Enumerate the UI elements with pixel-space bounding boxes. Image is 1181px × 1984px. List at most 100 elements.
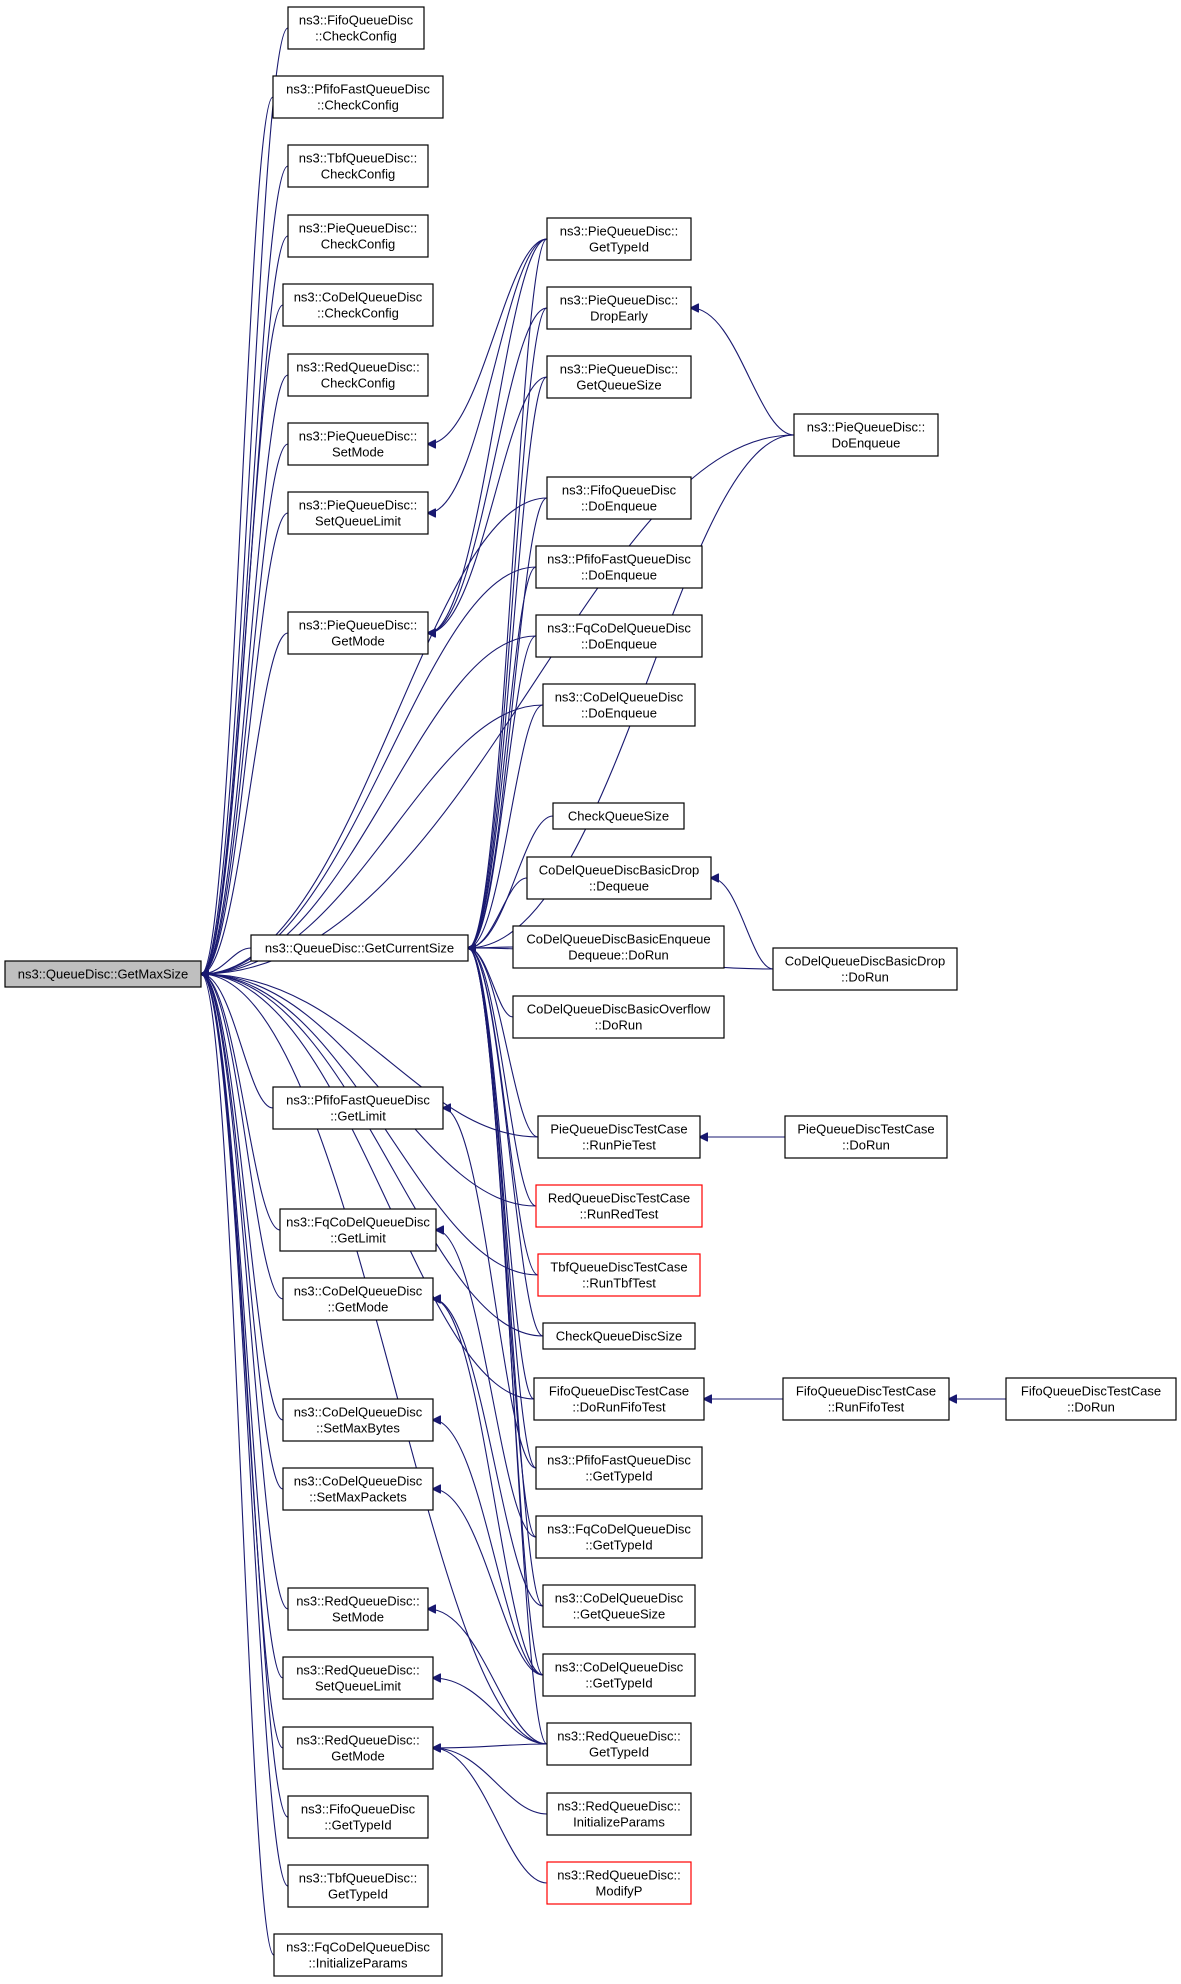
node-red-initp[interactable]: ns3::RedQueueDisc::InitializeParams — [546, 1792, 692, 1836]
node-label: Dequeue::DoRun — [568, 948, 668, 963]
node-label: ::GetLimit — [330, 1109, 386, 1124]
node-getcur[interactable]: ns3::QueueDisc::GetCurrentSize — [250, 934, 469, 962]
node-codel-setmb[interactable]: ns3::CoDelQueueDisc::SetMaxBytes — [282, 1398, 434, 1442]
node-label: ::DoEnqueue — [581, 568, 657, 583]
node-box — [287, 6, 425, 50]
node-label: ::RunPieTest — [582, 1138, 656, 1153]
node-box — [537, 1253, 701, 1297]
node-label: ::DoRun — [842, 1138, 890, 1153]
node-red-setmode[interactable]: ns3::RedQueueDisc::SetMode — [287, 1587, 429, 1631]
node-fifotc-runfifo[interactable]: FifoQueueDiscTestCase::RunFifoTest — [782, 1377, 950, 1421]
node-redtc-runred[interactable]: RedQueueDiscTestCase::RunRedTest — [535, 1184, 703, 1228]
node-cdbo-dorun[interactable]: CoDelQueueDiscBasicOverflow::DoRun — [512, 995, 725, 1039]
node-label: ns3::QueueDisc::GetMaxSize — [18, 967, 189, 982]
node-red-cc[interactable]: ns3::RedQueueDisc::CheckConfig — [287, 353, 429, 397]
edge-red-gettid-to-root — [201, 974, 548, 1745]
edge-fq-initp-to-root — [201, 974, 275, 1956]
node-fifotc-dorunfifo[interactable]: FifoQueueDiscTestCase::DoRunFifoTest — [533, 1377, 705, 1421]
node-pfifo-getlimit[interactable]: ns3::PfifoFastQueueDisc::GetLimit — [272, 1086, 444, 1130]
node-codel-cc[interactable]: ns3::CoDelQueueDisc::CheckConfig — [282, 283, 434, 327]
node-pie-dropearly[interactable]: ns3::PieQueueDisc::DropEarly — [546, 286, 692, 330]
node-pfifo-cc[interactable]: ns3::PfifoFastQueueDisc::CheckConfig — [272, 75, 444, 119]
node-cdbd-deq[interactable]: CoDelQueueDiscBasicDrop::Dequeue — [526, 856, 712, 900]
edge-fifo-doenq-to-root — [201, 497, 548, 974]
node-label: ::DoEnqueue — [581, 706, 657, 721]
edge-red-gettid-to-red-setmode — [428, 1609, 548, 1745]
edge-fq-getlimit-to-root — [201, 974, 281, 1231]
node-label: ns3::PfifoFastQueueDisc — [547, 552, 691, 567]
node-red-gettid[interactable]: ns3::RedQueueDisc::GetTypeId — [546, 1722, 692, 1766]
node-box — [287, 1795, 429, 1839]
node-label: ::DoRun — [1067, 1400, 1115, 1415]
node-codel-doenq[interactable]: ns3::CoDelQueueDisc::DoEnqueue — [542, 683, 696, 727]
node-pietc-dorun[interactable]: PieQueueDiscTestCase::DoRun — [784, 1115, 948, 1159]
node-pie-getqs[interactable]: ns3::PieQueueDisc::GetQueueSize — [546, 355, 692, 399]
node-pie-setmode[interactable]: ns3::PieQueueDisc::SetMode — [287, 422, 429, 466]
node-fq-getlimit[interactable]: ns3::FqCoDelQueueDisc::GetLimit — [279, 1208, 437, 1252]
node-box — [287, 1587, 429, 1631]
node-label: ns3::CoDelQueueDisc — [294, 1474, 423, 1489]
node-codel-getqs[interactable]: ns3::CoDelQueueDisc::GetQueueSize — [542, 1584, 696, 1628]
node-checkqds[interactable]: CheckQueueDiscSize — [542, 1322, 696, 1350]
node-box — [793, 413, 939, 457]
node-pie-setql[interactable]: ns3::PieQueueDisc::SetQueueLimit — [287, 491, 429, 535]
node-fifo-gettid[interactable]: ns3::FifoQueueDisc::GetTypeId — [287, 1795, 429, 1839]
edge-pietc-runpie-to-getcur — [468, 948, 539, 1138]
node-label: ns3::PieQueueDisc:: — [299, 498, 418, 513]
node-label: ::GetTypeId — [585, 1469, 652, 1484]
node-label: RedQueueDiscTestCase — [548, 1191, 690, 1206]
node-tbftc-runtbf[interactable]: TbfQueueDiscTestCase::RunTbfTest — [537, 1253, 701, 1297]
node-label: ::Dequeue — [589, 879, 649, 894]
node-box — [287, 214, 429, 258]
edge-fifotc-dorunfifo-to-root — [201, 974, 535, 1400]
node-box — [542, 1653, 696, 1697]
node-red-setql[interactable]: ns3::RedQueueDisc::SetQueueLimit — [282, 1656, 434, 1700]
edge-fq-gettid-to-fq-getlimit — [436, 1230, 537, 1538]
node-fifo-cc[interactable]: ns3::FifoQueueDisc::CheckConfig — [287, 6, 425, 50]
node-tbf-gettid[interactable]: ns3::TbfQueueDisc::GetTypeId — [287, 1864, 429, 1908]
edge-pfifo-cc-to-root — [201, 96, 274, 974]
node-pietc-runpie[interactable]: PieQueueDiscTestCase::RunPieTest — [537, 1115, 701, 1159]
node-tbf-cc[interactable]: ns3::TbfQueueDisc::CheckConfig — [287, 144, 429, 188]
node-label: PieQueueDiscTestCase — [550, 1122, 687, 1137]
nodes-layer: ns3::QueueDisc::GetMaxSizens3::FifoQueue… — [4, 6, 1177, 1977]
node-codel-setmp[interactable]: ns3::CoDelQueueDisc::SetMaxPackets — [282, 1467, 434, 1511]
node-label: CheckQueueDiscSize — [556, 1329, 682, 1344]
node-red-modp[interactable]: ns3::RedQueueDisc::ModifyP — [546, 1861, 692, 1905]
node-label: ns3::CoDelQueueDisc — [294, 290, 423, 305]
edge-pie-getqs-to-getcur — [468, 376, 548, 948]
node-fifotc-dorun[interactable]: FifoQueueDiscTestCase::DoRun — [1005, 1377, 1177, 1421]
node-pfifo-gettid[interactable]: ns3::PfifoFastQueueDisc::GetTypeId — [535, 1446, 703, 1490]
node-label: CoDelQueueDiscBasicDrop — [539, 863, 699, 878]
node-box — [287, 491, 429, 535]
edge-checkqds-to-root — [201, 974, 544, 1337]
edge-fifo-cc-to-root — [201, 27, 289, 974]
node-label: SetQueueLimit — [315, 1679, 401, 1694]
node-box — [250, 934, 469, 962]
node-red-getmode[interactable]: ns3::RedQueueDisc::GetMode — [282, 1726, 434, 1770]
node-cdbd-dorun[interactable]: CoDelQueueDiscBasicDrop::DoRun — [772, 947, 958, 991]
node-fq-doenq[interactable]: ns3::FqCoDelQueueDisc::DoEnqueue — [535, 614, 703, 658]
node-pie-cc[interactable]: ns3::PieQueueDisc::CheckConfig — [287, 214, 429, 258]
node-checkqs[interactable]: CheckQueueSize — [552, 802, 685, 830]
node-fq-gettid[interactable]: ns3::FqCoDelQueueDisc::GetTypeId — [535, 1515, 703, 1559]
node-pie-doenq[interactable]: ns3::PieQueueDisc::DoEnqueue — [793, 413, 939, 457]
node-box — [546, 286, 692, 330]
node-codel-gettid[interactable]: ns3::CoDelQueueDisc::GetTypeId — [542, 1653, 696, 1697]
node-codel-getmode[interactable]: ns3::CoDelQueueDisc::GetMode — [282, 1277, 434, 1321]
node-box — [1005, 1377, 1177, 1421]
node-label: ns3::PfifoFastQueueDisc — [286, 82, 430, 97]
node-root[interactable]: ns3::QueueDisc::GetMaxSize — [4, 960, 202, 988]
node-label: ns3::RedQueueDisc:: — [296, 360, 420, 375]
node-fifo-doenq[interactable]: ns3::FifoQueueDisc::DoEnqueue — [546, 476, 692, 520]
node-box — [535, 1515, 703, 1559]
node-pie-getmode[interactable]: ns3::PieQueueDisc::GetMode — [287, 611, 429, 655]
node-box — [512, 995, 725, 1039]
node-fq-initp[interactable]: ns3::FqCoDelQueueDisc::InitializeParams — [273, 1933, 443, 1977]
node-pfifo-doenq[interactable]: ns3::PfifoFastQueueDisc::DoEnqueue — [535, 545, 703, 589]
node-pie-gettid[interactable]: ns3::PieQueueDisc::GetTypeId — [546, 217, 692, 261]
node-box — [542, 1322, 696, 1350]
node-box — [546, 1722, 692, 1766]
edge-tbf-cc-to-root — [201, 165, 289, 974]
